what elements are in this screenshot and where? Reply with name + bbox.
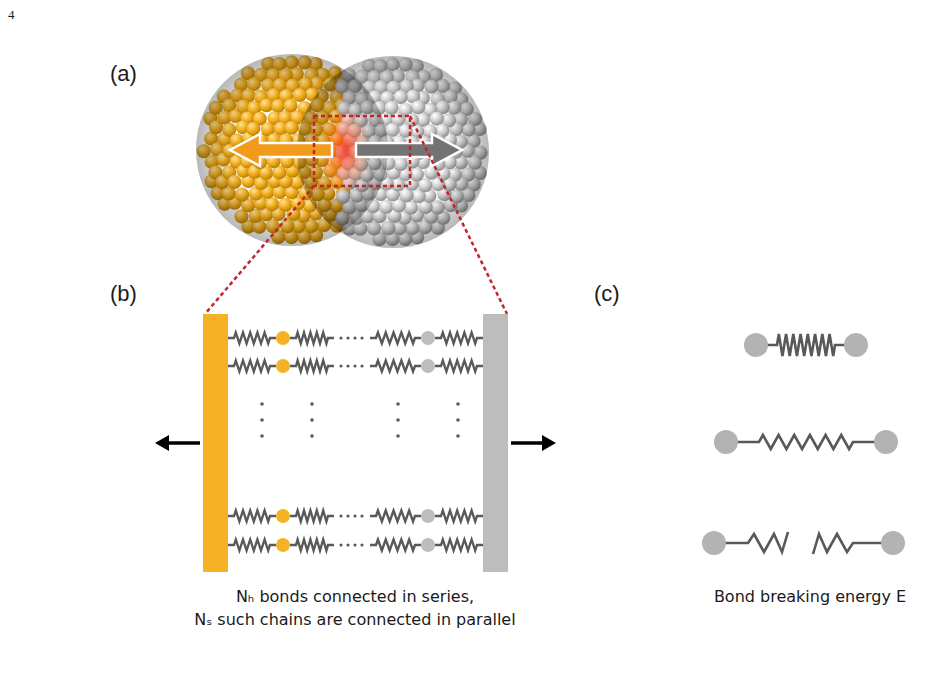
vertical-ellipsis [456, 402, 460, 406]
bond-chain [228, 538, 483, 552]
compressed-spring [767, 334, 845, 356]
zoom-box [314, 116, 410, 186]
atom [844, 333, 868, 357]
vertical-ellipsis [310, 434, 314, 438]
ellipsis-dot [339, 543, 342, 546]
force-arrow [511, 441, 542, 445]
bond-chain [228, 509, 483, 523]
spring [370, 540, 421, 551]
atom [702, 531, 726, 555]
gray-atom [421, 538, 435, 552]
atom [744, 333, 768, 357]
spring [228, 540, 276, 551]
spring [290, 511, 334, 522]
ellipsis-dot [353, 543, 356, 546]
vertical-ellipsis [260, 434, 264, 438]
ellipsis-dot [346, 514, 349, 517]
ellipsis-dot [360, 514, 363, 517]
ellipsis-dot [360, 336, 363, 339]
caption-line: Bond breaking energy E [714, 588, 906, 606]
ellipsis-dot [339, 364, 342, 367]
spring [435, 540, 483, 551]
orange-atom [276, 509, 290, 523]
zoom-line [205, 186, 314, 314]
spring [228, 511, 276, 522]
broken-spring [725, 532, 788, 552]
ellipsis-dot [346, 336, 349, 339]
panel-label: (b) [110, 282, 137, 306]
vertical-ellipsis [310, 402, 314, 406]
caption-line: Nₕ bonds connected in series, [236, 588, 474, 606]
gray-atom [421, 331, 435, 345]
vertical-ellipsis [456, 418, 460, 422]
vertical-ellipsis [456, 434, 460, 438]
spring [290, 361, 334, 372]
force-arrowhead [542, 435, 556, 451]
vertical-ellipsis [396, 434, 400, 438]
bond-chains [155, 314, 556, 572]
pull-arrow-left [230, 134, 332, 166]
spring [435, 511, 483, 522]
stretched-spring [737, 435, 875, 449]
atom [881, 531, 905, 555]
force-arrowhead [155, 435, 169, 451]
atom [874, 430, 898, 454]
gray-atom [421, 509, 435, 523]
orange-atom [276, 359, 290, 373]
ellipsis-dot [360, 543, 363, 546]
panel-label: (c) [594, 282, 620, 306]
spring [435, 361, 483, 372]
force-arrow [169, 441, 200, 445]
particle-spheres [196, 54, 507, 314]
gray-plate [483, 314, 508, 572]
panel-label: (a) [110, 62, 137, 86]
ellipsis-dot [353, 514, 356, 517]
broken-spring [813, 534, 882, 554]
bond-states [702, 333, 905, 555]
zoom-line [410, 116, 507, 314]
spring [435, 333, 483, 344]
ellipsis-dot [346, 364, 349, 367]
ellipsis-dot [353, 364, 356, 367]
ellipsis-dot [346, 543, 349, 546]
ellipsis-dot [339, 514, 342, 517]
atom [714, 430, 738, 454]
spring [290, 540, 334, 551]
bond-chain [228, 331, 483, 345]
vertical-ellipsis [260, 418, 264, 422]
vertical-ellipsis [396, 418, 400, 422]
page-number: 4 [8, 8, 15, 22]
orange-plate [203, 314, 228, 572]
ellipsis-dot [360, 364, 363, 367]
bond-chain [228, 359, 483, 373]
spring [228, 333, 276, 344]
vertical-ellipsis [310, 418, 314, 422]
spring [370, 333, 421, 344]
orange-atom [276, 331, 290, 345]
orange-atom [276, 538, 290, 552]
vertical-ellipsis [396, 402, 400, 406]
spring [290, 333, 334, 344]
spring [370, 511, 421, 522]
vertical-ellipsis [260, 402, 264, 406]
spring [228, 361, 276, 372]
gray-atom [421, 359, 435, 373]
caption-line: Nₛ such chains are connected in parallel [194, 611, 515, 629]
spring [370, 361, 421, 372]
ellipsis-dot [353, 336, 356, 339]
ellipsis-dot [339, 336, 342, 339]
